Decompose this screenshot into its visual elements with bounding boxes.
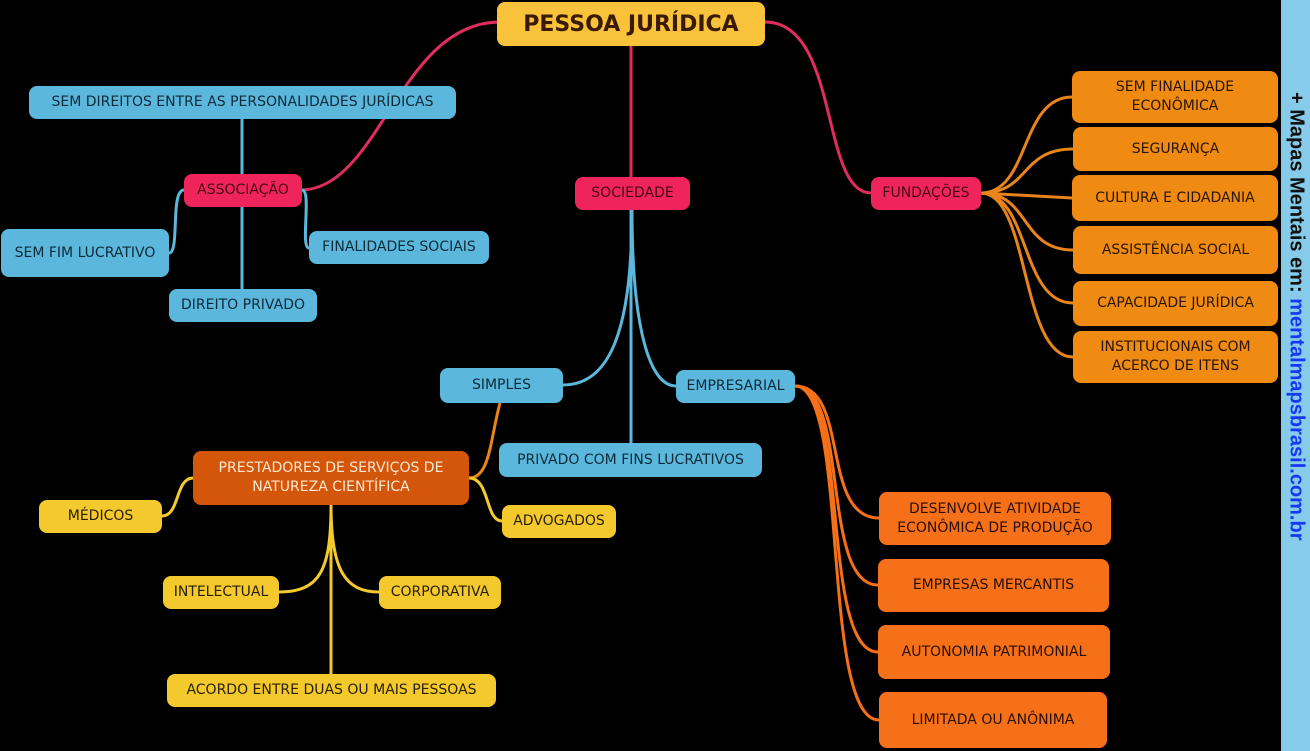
node-privado-fins-lucrativos[interactable]: PRIVADO COM FINS LUCRATIVOS bbox=[499, 443, 762, 477]
node-fundacoes[interactable]: FUNDAÇÕES bbox=[871, 177, 981, 210]
node-seguranca[interactable]: SEGURANÇA bbox=[1073, 127, 1278, 171]
node-medicos[interactable]: MÉDICOS bbox=[39, 500, 162, 533]
node-sem-fim-lucrativo[interactable]: SEM FIM LUCRATIVO bbox=[1, 229, 169, 277]
node-associacao[interactable]: ASSOCIAÇÃO bbox=[184, 174, 302, 207]
node-empresarial[interactable]: EMPRESARIAL bbox=[676, 370, 795, 403]
root-node[interactable]: PESSOA JURÍDICA bbox=[497, 2, 765, 46]
node-acordo[interactable]: ACORDO ENTRE DUAS OU MAIS PESSOAS bbox=[167, 674, 496, 707]
node-prestadores[interactable]: PRESTADORES DE SERVIÇOS DE NATUREZA CIEN… bbox=[193, 451, 469, 505]
node-finalidades-sociais[interactable]: FINALIDADES SOCIAIS bbox=[309, 231, 489, 264]
node-advogados[interactable]: ADVOGADOS bbox=[502, 505, 616, 538]
node-empresas-mercantis[interactable]: EMPRESAS MERCANTIS bbox=[878, 559, 1109, 612]
promo-prefix: + Mapas Mentais em: bbox=[1285, 92, 1307, 299]
node-simples[interactable]: SIMPLES bbox=[440, 368, 563, 403]
node-capacidade-juridica[interactable]: CAPACIDADE JURÍDICA bbox=[1073, 281, 1278, 326]
promo-link[interactable]: mentalmapsbrasil.com.br bbox=[1285, 298, 1307, 541]
node-corporativa[interactable]: CORPORATIVA bbox=[379, 576, 501, 609]
node-sem-direitos[interactable]: SEM DIREITOS ENTRE AS PERSONALIDADES JUR… bbox=[29, 86, 456, 119]
node-institucionais[interactable]: INSTITUCIONAIS COM ACERCO DE ITENS bbox=[1073, 331, 1278, 383]
node-direito-privado[interactable]: DIREITO PRIVADO bbox=[169, 289, 317, 322]
node-desenvolve[interactable]: DESENVOLVE ATIVIDADE ECONÔMICA DE PRODUÇ… bbox=[879, 492, 1111, 545]
node-cultura-cidadania[interactable]: CULTURA E CIDADANIA bbox=[1072, 175, 1278, 221]
node-sociedade[interactable]: SOCIEDADE bbox=[575, 177, 690, 210]
node-assistencia-social[interactable]: ASSISTÊNCIA SOCIAL bbox=[1073, 226, 1278, 274]
promo-text[interactable]: + Mapas Mentais em: mentalmapsbrasil.com… bbox=[1284, 92, 1307, 541]
node-limitada-anonima[interactable]: LIMITADA OU ANÔNIMA bbox=[879, 692, 1107, 748]
node-autonomia-patrimonial[interactable]: AUTONOMIA PATRIMONIAL bbox=[878, 625, 1110, 679]
node-sem-finalidade-economica[interactable]: SEM FINALIDADE ECONÔMICA bbox=[1072, 71, 1278, 123]
promo-sidebar: + Mapas Mentais em: mentalmapsbrasil.com… bbox=[1281, 0, 1310, 751]
node-intelectual[interactable]: INTELECTUAL bbox=[163, 576, 279, 609]
